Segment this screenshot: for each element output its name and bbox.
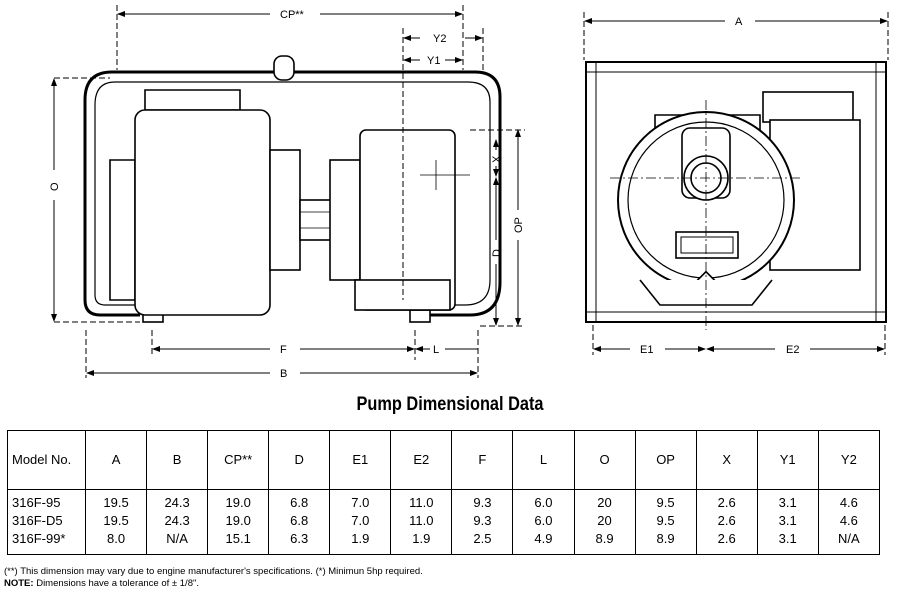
dim-label-y2: Y2	[433, 33, 446, 45]
pump-dimension-drawing: CP** Y2 Y1 O X D OP F L B A E1 E2	[49, 5, 889, 380]
note-label: NOTE:	[4, 578, 34, 589]
dim-label-f: F	[280, 344, 287, 356]
dim-label-cp: CP**	[280, 9, 305, 21]
column-header: O	[573, 430, 636, 490]
table-cell: 2.6	[695, 489, 758, 512]
table-cell: N/A	[146, 530, 209, 555]
table-cell: 11.0	[390, 489, 453, 512]
front-view-dimensions	[583, 12, 889, 355]
table-cell: 316F-95	[7, 489, 86, 512]
table-cell: 8.0	[84, 530, 148, 555]
dim-label-e2: E2	[786, 344, 799, 356]
column-header: E1	[329, 430, 392, 490]
front-view	[585, 61, 887, 330]
table-cell: 3.1	[756, 489, 819, 512]
footnote-line-1: (**) This dimension may vary due to engi…	[4, 566, 423, 577]
dim-label-d: D	[491, 249, 503, 257]
column-header: F	[451, 430, 514, 490]
table-cell: 9.5	[634, 512, 697, 530]
column-header: Y1	[756, 430, 819, 490]
column-header: L	[512, 430, 575, 490]
dim-label-o: O	[49, 182, 61, 191]
column-header: A	[84, 430, 148, 490]
dim-label-b: B	[280, 368, 287, 380]
column-header: E2	[390, 430, 453, 490]
table-cell: 15.1	[207, 530, 270, 555]
table-cell: 24.3	[146, 489, 209, 512]
dim-label-x: X	[491, 155, 503, 163]
dimension-table: Model No. A B CP** D E1 E2 F L O OP X Y1…	[7, 430, 881, 555]
table-header-row: Model No. A B CP** D E1 E2 F L O OP X Y1…	[7, 430, 881, 490]
table-cell: 316F-99*	[7, 530, 86, 555]
table-cell: 6.0	[512, 489, 575, 512]
table-row: 316F-D5 19.5 24.3 19.0 6.8 7.0 11.0 9.3 …	[7, 512, 881, 530]
table-cell: 6.0	[512, 512, 575, 530]
column-header: Y2	[817, 430, 881, 490]
footnotes: (**) This dimension may vary due to engi…	[4, 566, 423, 590]
dim-label-e1: E1	[640, 344, 653, 356]
column-header: B	[146, 430, 209, 490]
column-header: D	[268, 430, 331, 490]
table-cell: 19.0	[207, 512, 270, 530]
table-cell: 2.6	[695, 530, 758, 555]
table-cell: 19.5	[84, 512, 148, 530]
table-cell: 20	[573, 489, 636, 512]
table-cell: 2.5	[451, 530, 514, 555]
table-row: 316F-95 19.5 24.3 19.0 6.8 7.0 11.0 9.3 …	[7, 489, 881, 512]
table-cell: 8.9	[573, 530, 636, 555]
table-row: 316F-99* 8.0 N/A 15.1 6.3 1.9 1.9 2.5 4.…	[7, 530, 881, 555]
table-cell: N/A	[817, 530, 881, 555]
footnote-line-2: NOTE: Dimensions have a tolerance of ± 1…	[4, 578, 423, 590]
note-text: Dimensions have a tolerance of ± 1/8".	[33, 578, 199, 589]
table-cell: 1.9	[329, 530, 392, 555]
table-cell: 24.3	[146, 512, 209, 530]
table-cell: 7.0	[329, 512, 392, 530]
table-cell: 316F-D5	[7, 512, 86, 530]
table-cell: 6.3	[268, 530, 331, 555]
table-cell: 6.8	[268, 512, 331, 530]
column-header: Model No.	[7, 430, 86, 490]
page-title: Pump Dimensional Data	[356, 394, 544, 415]
table-cell: 4.9	[512, 530, 575, 555]
table-cell: 4.6	[817, 512, 881, 530]
table-cell: 7.0	[329, 489, 392, 512]
table-cell: 3.1	[756, 530, 819, 555]
side-view	[83, 55, 502, 323]
table-cell: 8.9	[634, 530, 697, 555]
column-header: OP	[634, 430, 697, 490]
table-cell: 9.3	[451, 512, 514, 530]
table-cell: 20	[573, 512, 636, 530]
column-header: CP**	[207, 430, 270, 490]
table-cell: 9.5	[634, 489, 697, 512]
column-header: X	[695, 430, 758, 490]
dim-label-a: A	[735, 16, 743, 28]
dim-label-y1: Y1	[427, 55, 440, 67]
table-cell: 19.0	[207, 489, 270, 512]
table-cell: 3.1	[756, 512, 819, 530]
dim-label-l: L	[433, 344, 439, 356]
table-cell: 6.8	[268, 489, 331, 512]
table-cell: 4.6	[817, 489, 881, 512]
table-cell: 9.3	[451, 489, 514, 512]
table-cell: 1.9	[390, 530, 453, 555]
dim-label-op: OP	[513, 217, 525, 233]
table-cell: 11.0	[390, 512, 453, 530]
table-cell: 19.5	[84, 489, 148, 512]
table-cell: 2.6	[695, 512, 758, 530]
side-view-dimensions	[51, 5, 525, 378]
